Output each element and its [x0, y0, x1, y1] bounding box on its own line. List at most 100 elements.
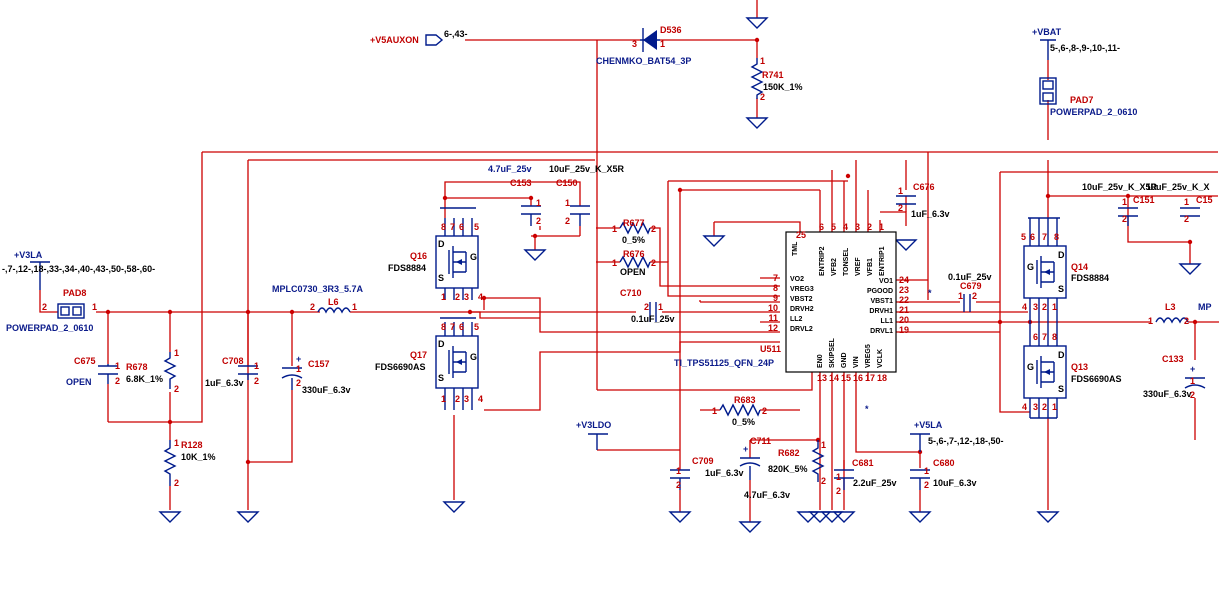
ic-pin-number: 8	[773, 283, 778, 293]
mosfet-q13: Q13 FDS6690AS 6 7 8 D G S 4 3 2 1	[1022, 322, 1122, 419]
svg-text:8: 8	[441, 222, 446, 232]
c711-ref: C711	[750, 436, 771, 446]
rail-v5auxon: +V5AUXON 6-,43-	[370, 29, 468, 46]
svg-text:2: 2	[174, 384, 179, 394]
svg-text:1: 1	[352, 302, 357, 312]
c157-value: 330uF_6.3v	[302, 385, 351, 395]
inductor-l6: MPLC0730_3R3_5.7A L6 2 1	[272, 284, 364, 314]
l3-value: MP	[1198, 302, 1212, 312]
u511-ref: U511	[760, 344, 781, 354]
ic-pin-name: GND	[841, 352, 848, 368]
rail-v3ldo: +V3LDO	[576, 420, 611, 450]
ic-pin-name: LL1	[881, 318, 894, 325]
cap-c675: C675 OPEN 1 2	[66, 356, 120, 387]
svg-text:S: S	[1058, 384, 1064, 394]
svg-text:8: 8	[1054, 232, 1059, 242]
q14-ref: Q14	[1071, 262, 1088, 272]
svg-text:1: 1	[1052, 302, 1057, 312]
resistor-r677: R677 0_5% 1 2	[612, 218, 656, 245]
r683-value: 0_5%	[732, 417, 755, 427]
ic-pin-number: 24	[899, 275, 909, 285]
d536-ref: D536	[660, 25, 682, 35]
svg-text:2: 2	[1184, 214, 1189, 224]
svg-text:1: 1	[924, 466, 929, 476]
v5auxon-ref: 6-,43-	[444, 29, 468, 39]
svg-text:G: G	[1027, 362, 1034, 372]
r683-ref: R683	[734, 395, 756, 405]
svg-text:2: 2	[1184, 316, 1189, 326]
svg-text:S: S	[438, 273, 444, 283]
cap-c676: C676 1uF_6.3v 1 2	[896, 182, 950, 219]
r677-ref: R677	[623, 218, 645, 228]
ic-pin-name: ENTRIP1	[879, 246, 886, 276]
ic-pin-name: VCLK	[877, 349, 884, 368]
c676-ref: C676	[913, 182, 935, 192]
ic-pin-name: SKIPSEL	[829, 337, 836, 368]
c133-value: 330uF_6.3v	[1143, 389, 1192, 399]
svg-text:2: 2	[676, 480, 681, 490]
cap-c133: + C133 330uF_6.3v 1 2	[1143, 354, 1206, 400]
cap-c157: + C157 330uF_6.3v 1 2	[281, 354, 351, 395]
svg-text:6: 6	[459, 222, 464, 232]
ic-pin-name: DRVH2	[790, 306, 814, 313]
c151-value: 10uF_25v_K_X5R	[1082, 182, 1158, 192]
c708-ref: C708	[222, 356, 244, 366]
svg-text:+: +	[1190, 364, 1195, 374]
ic-pin-name: VREG5	[865, 344, 872, 368]
c679-ref: C679	[960, 281, 982, 291]
resistor-r128: R128 10K_1% 1 2	[163, 438, 216, 488]
svg-text:1: 1	[898, 186, 903, 196]
pad8-ref: PAD8	[63, 288, 86, 298]
c708-value: 1uF_6.3v	[205, 378, 244, 388]
svg-text:2: 2	[536, 216, 541, 226]
ic-pin-number: 4	[843, 222, 848, 232]
pad-pad7: PAD7 POWERPAD_2_0610	[1039, 77, 1137, 117]
v3la-ref: -,7-,12-,18-,33-,34-,40-,43-,50-,58-,60-	[2, 264, 155, 274]
c150-ref: C150	[556, 178, 578, 188]
svg-text:+: +	[743, 444, 748, 454]
svg-text:2: 2	[651, 224, 656, 234]
svg-text:3: 3	[1033, 402, 1038, 412]
ic-pin-name: VBST2	[790, 296, 813, 303]
svg-text:4: 4	[478, 394, 483, 404]
cap-c711: + C711 4.7uF_6.3v	[739, 436, 790, 500]
c151-ref: C151	[1133, 195, 1155, 205]
c676-value: 1uF_6.3v	[911, 209, 950, 219]
svg-text:1: 1	[958, 291, 963, 301]
svg-text:D: D	[438, 239, 445, 249]
ic-pin-number: 11	[768, 313, 778, 323]
cap-c150: 10uF_25v_K_X5R C150 1 2	[549, 164, 625, 226]
ic-pin-name: TONSEL	[843, 247, 850, 276]
c680-value: 10uF_6.3v	[933, 478, 977, 488]
u511-value: TI_TPS51125_QFN_24P	[674, 358, 774, 368]
no-connect-vclk: *	[865, 404, 869, 414]
svg-text:2: 2	[898, 203, 903, 213]
r128-ref: R128	[181, 440, 203, 450]
c133-ref: C133	[1162, 354, 1184, 364]
v3la-label: +V3LA	[14, 250, 43, 260]
r678-ref: R678	[126, 362, 148, 372]
svg-text:2: 2	[760, 92, 765, 102]
ic-pin-number: 5	[831, 222, 836, 232]
ic-pin-name: LL2	[790, 316, 803, 323]
r682-ref: R682	[778, 448, 800, 458]
c153-ref: C153	[510, 178, 532, 188]
svg-text:6: 6	[1033, 332, 1038, 342]
svg-text:7: 7	[450, 222, 455, 232]
ic-pin-number: 6	[819, 222, 824, 232]
c710-ref: C710	[620, 288, 642, 298]
svg-text:5: 5	[474, 322, 479, 332]
svg-text:5: 5	[474, 222, 479, 232]
rail-vbat: +VBAT 5-,6-,8-,9-,10-,11-	[1032, 27, 1120, 60]
l6-value: MPLC0730_3R3_5.7A	[272, 284, 364, 294]
svg-text:1: 1	[821, 440, 826, 450]
svg-text:2: 2	[1042, 302, 1047, 312]
svg-text:1: 1	[1052, 402, 1057, 412]
ic-pin-number: 18	[877, 373, 887, 383]
